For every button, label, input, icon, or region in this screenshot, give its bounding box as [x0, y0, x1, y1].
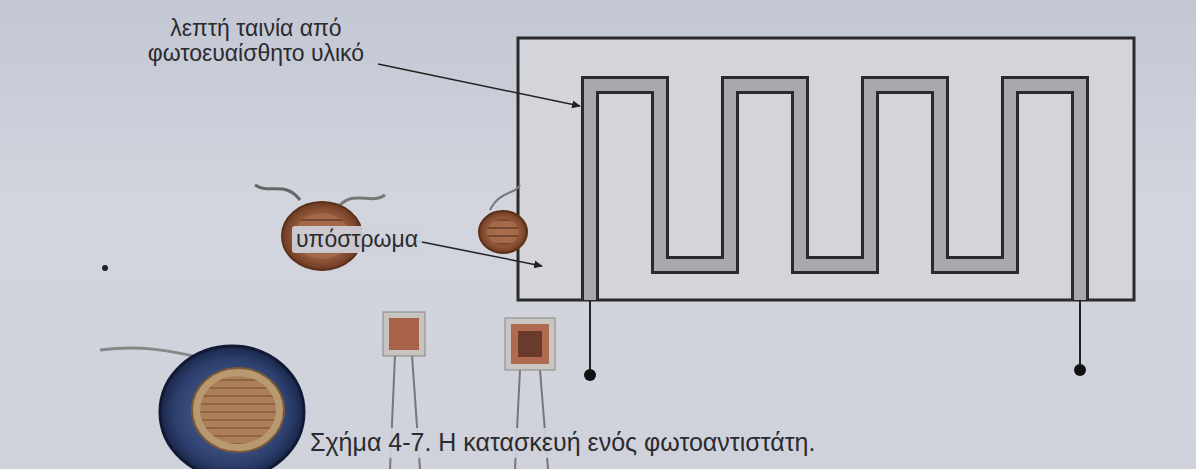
- terminal-dot: [1074, 364, 1086, 376]
- figure-caption: Σχήμα 4-7. Η κατασκευή ενός φωτοαντιστάτ…: [306, 428, 819, 458]
- lead-wire: [589, 300, 591, 372]
- ldr-photo: [518, 331, 542, 357]
- ldr-photo: [505, 318, 555, 370]
- ldr-photo: [389, 318, 419, 350]
- photosensitive-strip: [590, 85, 1080, 300]
- substrate: [518, 38, 1134, 300]
- ldr-wire: [255, 185, 300, 200]
- ldr-photo: [511, 324, 549, 364]
- leader-arrow: [412, 240, 542, 266]
- speck: [102, 265, 108, 271]
- photosensitive-strip-fill: [590, 85, 1080, 300]
- ldr-photo: [479, 211, 527, 253]
- ldr-photo: [383, 312, 425, 356]
- substrate-label: υπόστρωμα: [292, 226, 422, 253]
- strip-label: λεπτή ταινία από φωτοευαίσθητο υλικό: [140, 16, 372, 67]
- ldr-photo: [200, 376, 276, 444]
- ldr-photo: [160, 346, 304, 469]
- ldr-photo: [487, 219, 519, 245]
- lead-wire: [1079, 300, 1081, 368]
- ldr-wire: [490, 185, 520, 210]
- terminal-dot: [584, 369, 596, 381]
- ldr-wire: [340, 195, 385, 205]
- ldr-photo: [192, 368, 284, 452]
- leader-arrow: [378, 64, 580, 106]
